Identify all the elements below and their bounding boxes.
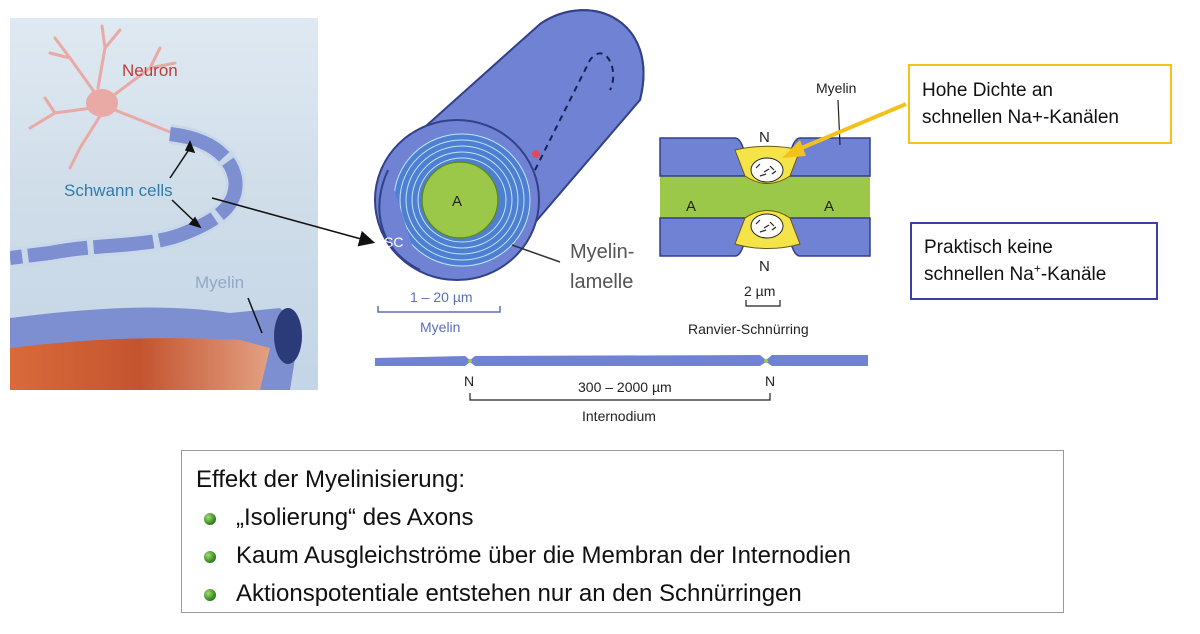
node-top-label: N [759,129,770,146]
yellow-callout-line-1: Hohe Dichte an [922,80,1053,101]
neuron-illustration: Neuron Schwann cells Myelin [10,18,318,390]
effect-item-text: Kaum Ausgleichströme über die Membran de… [236,542,851,569]
bullet-icon [204,551,216,563]
bullet-icon [204,513,216,525]
internode-strip [375,355,868,366]
blue-callout-line-2: schnellen Na+-Kanäle [924,261,1144,288]
ranvier-node [659,137,871,257]
schwann-cells-label: Schwann cells [64,181,173,200]
internode-caption: Internodium [582,408,656,424]
yellow-callout-line-2: schnellen Na+-Kanälen [922,107,1119,128]
fast-sodium-channel-callout: Hohe Dichte an schnellen Na+-Kanälen [908,64,1172,144]
myelin-lamella-label-1: Myelin- [570,241,634,263]
pointer-arrow [211,197,376,247]
effect-item-text: „Isolierung“ des Axons [236,504,474,531]
schwann-segments [10,127,243,265]
myelin-label-left: Myelin [195,273,244,292]
axon-label: A [452,193,462,210]
node-bottom-label: N [759,258,770,275]
internode-node-right: N [765,373,775,389]
effect-item-text: Aktionspotentiale entstehen nur an den S… [236,580,802,607]
axon-end [274,308,302,364]
neuron-cell [28,24,182,170]
list-item: „Isolierung“ des Axons [196,499,1049,537]
effect-list: „Isolierung“ des Axons Kaum Ausgleichstr… [196,499,1049,613]
node-caption: Ranvier-Schnürring [688,321,809,337]
node-axon-left-label: A [686,198,696,215]
effect-summary-box: Effekt der Myelinisierung: „Isolierung“ … [181,450,1064,613]
yellow-callout-arrow [791,102,907,154]
list-item: Aktionspotentiale entstehen nur an den S… [196,575,1049,613]
cross-scale-caption: Myelin [420,319,460,335]
bullet-icon [204,589,216,601]
internode-node-left: N [464,373,474,389]
list-item: Kaum Ausgleichströme über die Membran de… [196,537,1049,575]
no-sodium-channel-callout: Praktisch keine schnellen Na+-Kanäle [910,222,1158,300]
large-axon [10,338,270,390]
cross-scale-bar [377,306,501,313]
myelin-lamella-label-2: lamelle [570,271,633,293]
blue-callout-line-1: Praktisch keine [924,237,1053,258]
neuron-label: Neuron [122,61,178,80]
node-scale-text: 2 µm [744,283,775,299]
lamella-pointer [511,244,561,263]
yellow-arrowhead [782,140,806,158]
node-scale-bar [745,300,781,307]
label-arrows [169,140,263,334]
blue-callout-prefix: schnellen Na [924,264,1034,285]
internode-bracket [469,393,771,401]
schwann-cell-label: SC [384,234,403,250]
node-axon-right-label: A [824,198,834,215]
blue-callout-sup: + [1033,261,1041,276]
neuron-soma [86,89,118,117]
node-myelin-label: Myelin [816,80,856,96]
cross-scale-text: 1 – 20 µm [410,289,473,305]
internode-distance: 300 – 2000 µm [578,379,672,395]
cross-section [374,119,540,281]
node-myelin-pointer [837,99,841,146]
effect-title: Effekt der Myelinisierung: [196,466,466,493]
blue-callout-suffix: -Kanäle [1040,264,1107,285]
